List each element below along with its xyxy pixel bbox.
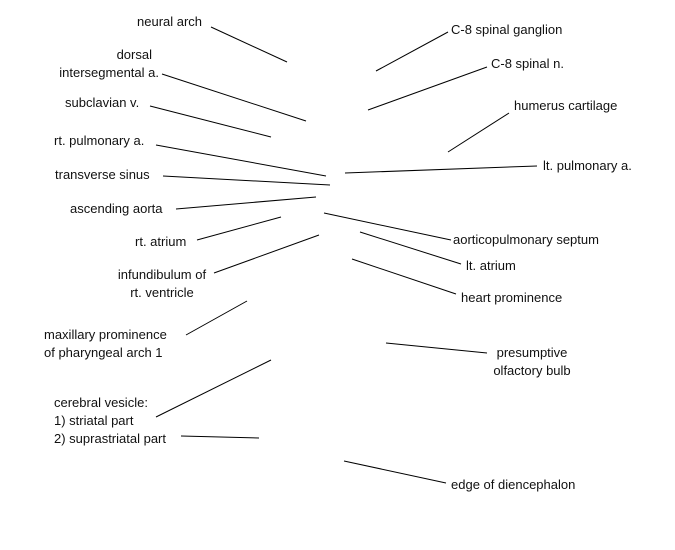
label-lt-pulmonary-a: lt. pulmonary a. [543,157,632,175]
label-text: subclavian v. [65,95,140,110]
label-infundibulum: infundibulum of rt. ventricle [113,266,211,302]
label-humerus-cartilage: humerus cartilage [514,97,617,115]
label-c8-spinal-ganglion: C-8 spinal ganglion [451,21,562,39]
label-text: 1) striatal part [54,413,134,428]
label-edge-of-diencephalon: edge of diencephalon [451,476,575,494]
label-text: rt. ventricle [130,285,194,300]
leader-line-diencephalon [343,460,447,484]
label-text: neural arch [137,14,203,29]
leader-line-c8-spinal-n [367,66,488,111]
label-text: 2) suprastriatal part [54,431,166,446]
label-text: olfactory bulb [493,363,571,378]
label-text: maxillary prominence [44,327,167,342]
label-text: rt. atrium [135,234,187,249]
label-text: transverse sinus [55,167,150,182]
label-text: edge of diencephalon [451,477,576,492]
label-text: C-8 spinal ganglion [451,22,563,37]
leader-line-lt-atrium [359,231,462,265]
label-text: rt. pulmonary a. [54,133,145,148]
label-heart-prominence: heart prominence [461,289,562,307]
label-neural-arch: neural arch [137,13,202,31]
leader-line-rt-atrium [196,216,282,241]
leader-line-rt-pulmonary-a [155,144,327,177]
leader-line-neural-arch [210,26,288,63]
label-rt-atrium: rt. atrium [135,233,186,251]
label-text: humerus cartilage [514,98,618,113]
label-text: intersegmental a. [59,65,159,80]
label-rt-pulmonary-a: rt. pulmonary a. [54,132,144,150]
label-text: presumptive [496,345,568,360]
label-text: heart prominence [461,290,563,305]
leader-line-presumptive [385,342,488,354]
label-lt-atrium: lt. atrium [466,257,516,275]
leader-line-suprastriatal [180,435,260,439]
leader-line-transverse-sinus [162,175,331,186]
label-aorticopulmonary-septum: aorticopulmonary septum [453,231,599,249]
label-text: cerebral vesicle: [54,395,148,410]
leader-line-aorticopulmonary [323,212,452,241]
leader-line-ascending-aorta [175,196,317,210]
leader-line-maxillary [185,300,248,336]
label-text: ascending aorta [70,201,163,216]
leader-line-humerus [447,112,510,153]
leader-line-lt-pulmonary-a [344,165,538,174]
leader-line-heart-prominence [351,258,457,295]
label-ascending-aorta: ascending aorta [70,200,163,218]
leader-line-dorsal-intersegmental [161,73,307,122]
leader-line-c8-ganglion [375,31,449,72]
leader-line-subclavian-v [149,105,272,138]
label-text: lt. pulmonary a. [543,158,632,173]
label-dorsal-intersegmental: dorsal intersegmental a. [51,46,159,82]
label-transverse-sinus: transverse sinus [55,166,150,184]
label-text: dorsal [116,47,152,62]
label-c8-spinal-n: C-8 spinal n. [491,55,564,73]
label-maxillary-prominence: maxillary prominence of pharyngeal arch … [44,326,167,362]
label-presumptive-olfactory-bulb: presumptive olfactory bulb [486,344,578,380]
label-text: lt. atrium [466,258,516,273]
label-cerebral-vesicle: cerebral vesicle: 1) striatal part 2) su… [54,394,166,448]
leader-line-striatal [155,359,272,418]
leader-line-infundibulum [213,234,320,274]
label-text: infundibulum of [117,267,207,282]
label-subclavian-v: subclavian v. [65,94,139,112]
label-text: of pharyngeal arch 1 [44,345,163,360]
label-text: aorticopulmonary septum [453,232,599,247]
label-text: C-8 spinal n. [491,56,564,71]
